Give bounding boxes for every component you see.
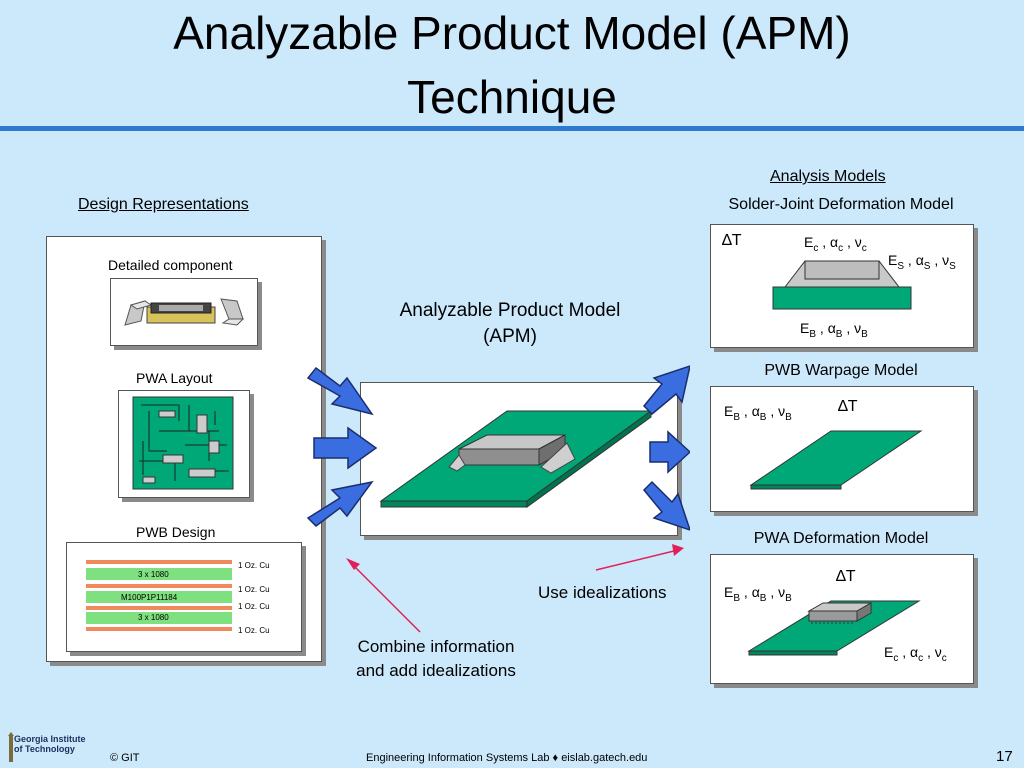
- prepreg-layer-2-label: 3 x 1080: [138, 613, 169, 622]
- detailed-component-label: Detailed component: [108, 257, 233, 273]
- pwb-warpage-model-panel: [710, 386, 974, 512]
- component-properties-1: Ec , αc , νc: [804, 234, 867, 254]
- apm-label-line1: Analyzable Product Model: [399, 300, 621, 321]
- cu-layer-3: [86, 606, 232, 610]
- copyright: © GIT: [110, 752, 140, 764]
- solder-properties: ES , αS , νS: [888, 252, 956, 272]
- pwa-deformation-model-title: PWA Deformation Model: [753, 530, 929, 547]
- prepreg-layer-1-label: 3 x 1080: [138, 570, 169, 579]
- arrow-out-1: [642, 365, 690, 416]
- apm-label-line2: (APM): [483, 326, 537, 347]
- pwb-warpage-dt: ∆T: [838, 398, 858, 415]
- pwb-design-label: PWB Design: [136, 524, 216, 540]
- component-properties-3: Ec , αc , νc: [884, 644, 947, 664]
- cu-label-4: 1 Oz. Cu: [238, 626, 270, 635]
- page-number: 17: [996, 748, 1013, 765]
- pwa-deformation-dt: ∆T: [836, 568, 856, 585]
- solder-joint-model-panel: [710, 224, 974, 348]
- pwa-layout-label: PWA Layout: [136, 370, 213, 386]
- arrow-out-2: [649, 430, 690, 474]
- board-properties-1: EB , αB , νB: [800, 320, 868, 340]
- slide-title-line2: Technique: [407, 71, 617, 123]
- prepreg-layer-2: [86, 612, 232, 624]
- core-layer: [86, 591, 232, 603]
- footer-lab: Engineering Information Systems Lab ♦ ei…: [366, 752, 648, 764]
- apm-panel: [360, 382, 678, 536]
- pointer-lines: [346, 544, 684, 633]
- cu-layer-1: [86, 560, 232, 564]
- cu-label-1: 1 Oz. Cu: [238, 561, 270, 570]
- pwb-warpage-model-title: PWB Warpage Model: [764, 362, 918, 379]
- board-properties-2: EB , αB , νB: [724, 403, 792, 423]
- gatech-logo: Georgia Institute of Technology: [14, 734, 86, 754]
- cu-label-2: 1 Oz. Cu: [238, 585, 270, 594]
- cu-layer-4: [86, 627, 232, 631]
- flow-arrows: [306, 365, 690, 531]
- arrow-in-1: [306, 366, 374, 416]
- board-properties-3: EB , αB , νB: [724, 584, 792, 604]
- arrow-out-3: [642, 480, 690, 531]
- title-rule: [0, 126, 1024, 131]
- pwa-deformation-model-panel: [710, 554, 974, 684]
- arrow-in-3: [306, 480, 374, 527]
- detailed-component-image: [110, 278, 258, 346]
- combine-label-line1: Combine information: [357, 637, 515, 656]
- design-representations-heading: Design Representations: [78, 196, 249, 213]
- arrow-in-2: [313, 426, 378, 470]
- cu-layer-2: [86, 584, 232, 588]
- cu-label-3: 1 Oz. Cu: [238, 602, 270, 611]
- analysis-models-heading: Analysis Models: [770, 168, 886, 185]
- pwa-layout-image: [118, 390, 250, 498]
- prepreg-layer-1: [86, 568, 232, 580]
- use-idealizations-label: Use idealizations: [538, 583, 667, 602]
- combine-label-line2: and add idealizations: [356, 661, 516, 680]
- tower-logo-icon: [8, 732, 14, 762]
- core-layer-label: M100P1P11184: [121, 593, 178, 602]
- solder-joint-model-title: Solder-Joint Deformation Model: [728, 196, 954, 213]
- slide-title-line1: Analyzable Product Model (APM): [173, 7, 851, 59]
- solder-joint-dt: ∆T: [722, 232, 742, 249]
